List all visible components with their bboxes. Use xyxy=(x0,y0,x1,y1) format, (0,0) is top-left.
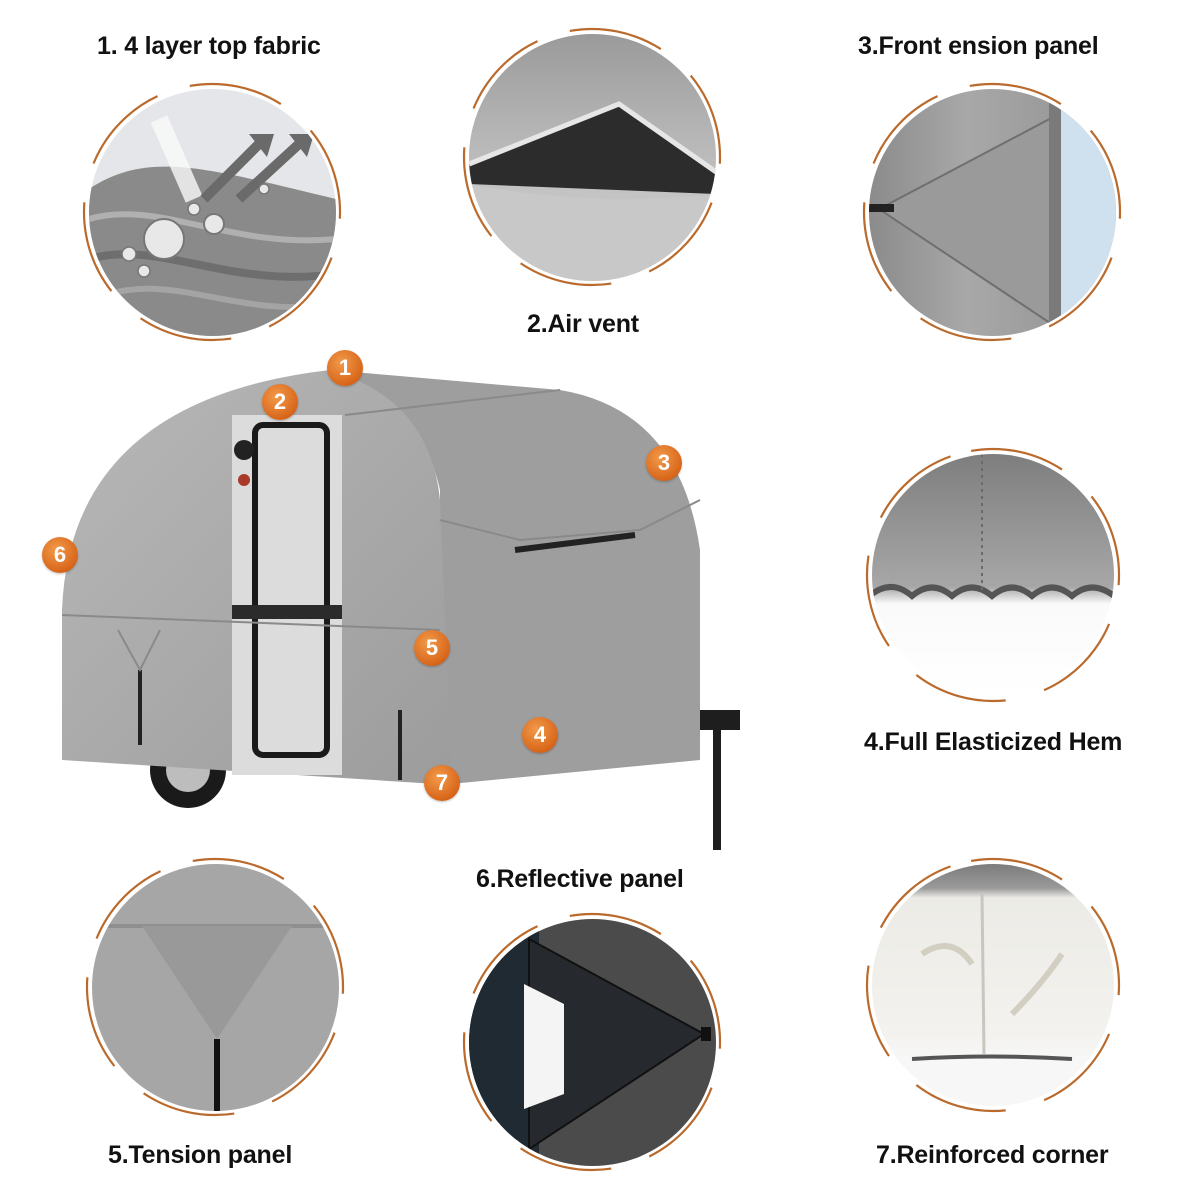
feature-7-label: 7.Reinforced corner xyxy=(876,1141,1109,1169)
elastic-hem-icon xyxy=(872,454,1114,696)
feature-5-circle xyxy=(78,850,353,1125)
feature-3-label: 3.Front ension panel xyxy=(858,32,1099,60)
feature-6-circle xyxy=(455,905,730,1180)
callout-badge-2: 2 xyxy=(262,384,298,420)
feature-2-label: 2.Air vent xyxy=(527,310,639,338)
callout-badge-5: 5 xyxy=(414,630,450,666)
dashed-ring-icon xyxy=(82,82,342,342)
dashed-ring-icon xyxy=(865,857,1121,1113)
dashed-ring-icon xyxy=(865,447,1121,703)
reinforced-corner-icon xyxy=(872,864,1114,1106)
callout-badge-3: 3 xyxy=(646,445,682,481)
front-tension-panel-icon xyxy=(869,89,1116,336)
waterproof-fabric-layers-icon xyxy=(89,89,336,336)
feature-3-circle xyxy=(855,75,1130,350)
air-vent-icon xyxy=(469,34,716,281)
dashed-ring-icon xyxy=(862,82,1122,342)
feature-2-circle xyxy=(455,20,730,295)
feature-7-circle xyxy=(858,850,1128,1120)
dashed-ring-icon xyxy=(462,912,722,1172)
callout-badge-7: 7 xyxy=(424,765,460,801)
feature-4-circle xyxy=(858,440,1128,710)
feature-1-circle xyxy=(75,75,350,350)
covered-trailer-image: 1 2 3 6 5 4 7 xyxy=(0,340,760,860)
callout-badge-4: 4 xyxy=(522,717,558,753)
tension-panel-icon xyxy=(92,864,339,1111)
callout-badge-6: 6 xyxy=(42,537,78,573)
feature-6-label: 6.Reflective panel xyxy=(476,865,684,893)
callout-badge-1: 1 xyxy=(327,350,363,386)
feature-1-label: 1. 4 layer top fabric xyxy=(97,32,321,60)
dashed-ring-icon xyxy=(462,27,722,287)
feature-5-label: 5.Tension panel xyxy=(108,1141,293,1169)
feature-4-label: 4.Full Elasticized Hem xyxy=(864,728,1123,756)
reflective-panel-icon xyxy=(469,919,716,1166)
dashed-ring-icon xyxy=(85,857,345,1117)
